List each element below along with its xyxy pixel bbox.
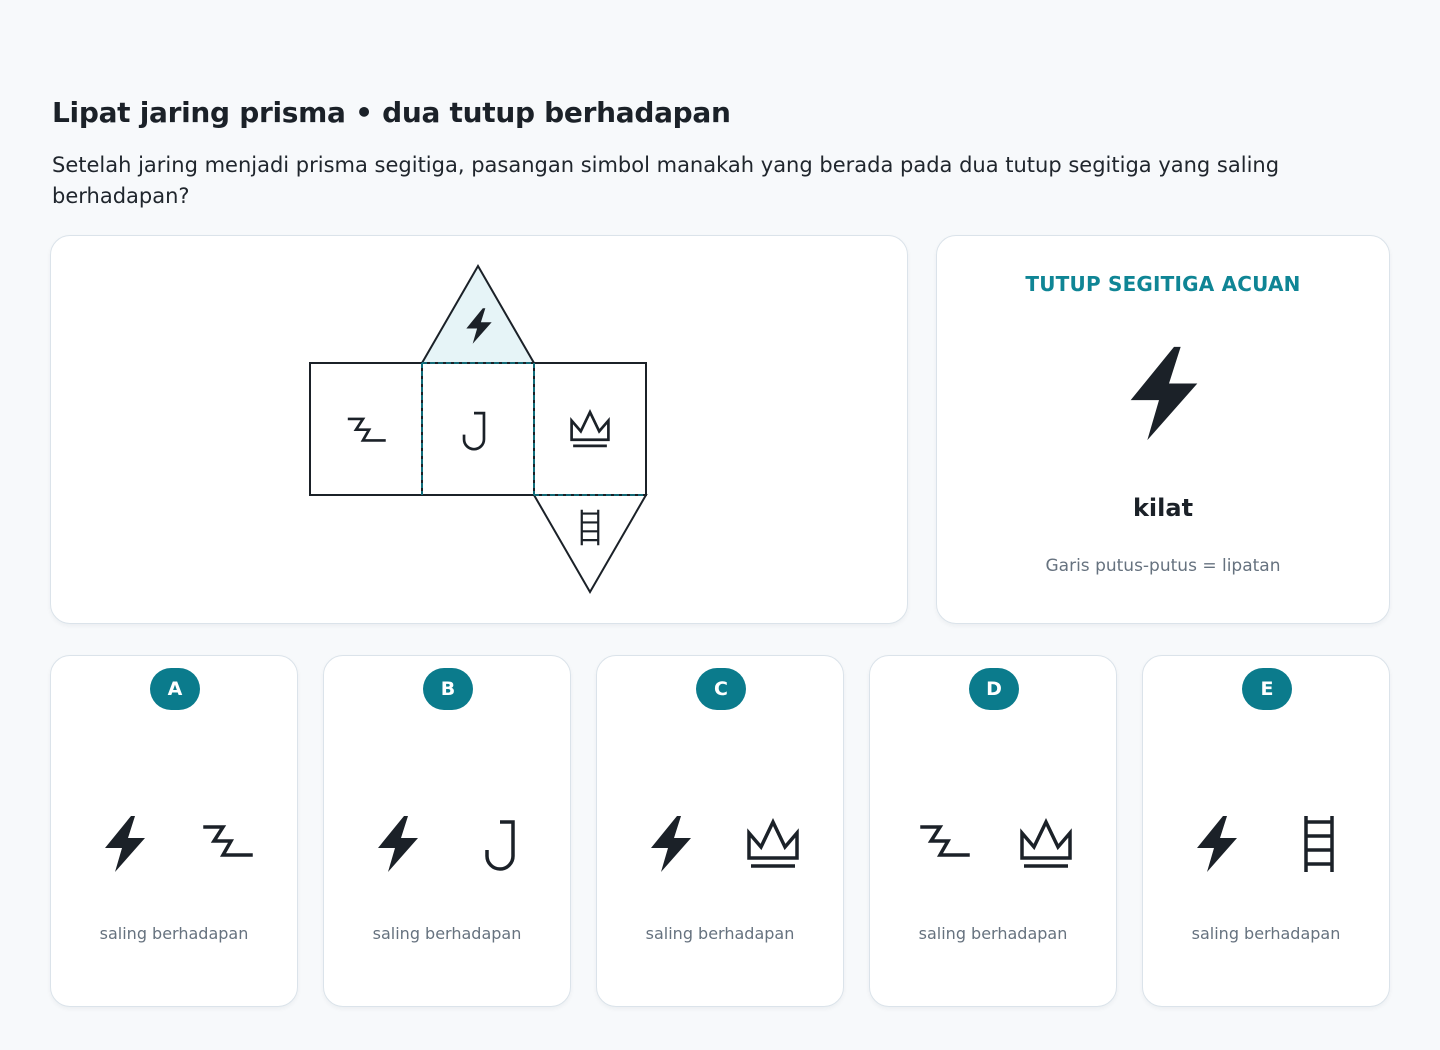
option-letter-badge: D (969, 668, 1019, 710)
crown-icon (747, 820, 799, 868)
lightning-icon (378, 816, 418, 872)
ladder-icon (1304, 814, 1334, 874)
option-card-e[interactable]: E saling berhadapan (1142, 655, 1390, 1007)
option-letter-badge: E (1242, 668, 1292, 710)
reference-cap-panel: TUTUP SEGITIGA ACUAN kilat Garis putus-p… (936, 235, 1390, 624)
zigzag-icon (920, 825, 970, 857)
option-card-d[interactable]: D saling berhadapan (869, 655, 1117, 1007)
option-card-b[interactable]: B saling berhadapan (323, 655, 571, 1007)
lightning-icon (105, 816, 145, 872)
option-card-a[interactable]: A saling berhadapan (50, 655, 298, 1007)
zigzag-icon (203, 825, 253, 857)
prism-net-diagram (309, 263, 648, 595)
page-title: Lipat jaring prisma • dua tutup berhadap… (52, 96, 731, 129)
option-card-c[interactable]: C saling berhadapan (596, 655, 844, 1007)
option-letter-badge: B (423, 668, 473, 710)
option-caption: saling berhadapan (918, 924, 1068, 943)
reference-label: TUTUP SEGITIGA ACUAN (1025, 272, 1301, 296)
fold-lines (421, 362, 646, 496)
lightning-icon (1197, 816, 1237, 872)
option-letter-badge: A (150, 668, 200, 710)
net-face-hook (421, 362, 535, 496)
prism-net-panel (50, 235, 908, 624)
fold-legend-note: Garis putus-putus = lipatan (1045, 556, 1281, 576)
option-caption: saling berhadapan (645, 924, 795, 943)
option-caption: saling berhadapan (99, 924, 249, 943)
net-bottom-triangle-face (532, 494, 648, 595)
question-text: Setelah jaring menjadi prisma segitiga, … (52, 153, 1280, 208)
net-face-crown (533, 362, 647, 496)
lightning-icon (651, 816, 691, 872)
option-caption: saling berhadapan (372, 924, 522, 943)
option-caption: saling berhadapan (1191, 924, 1341, 943)
crown-icon (1020, 820, 1072, 868)
hook-icon (485, 820, 515, 871)
lightning-icon (1130, 346, 1198, 441)
option-letter-badge: C (696, 668, 746, 710)
reference-name: kilat (1132, 494, 1194, 522)
